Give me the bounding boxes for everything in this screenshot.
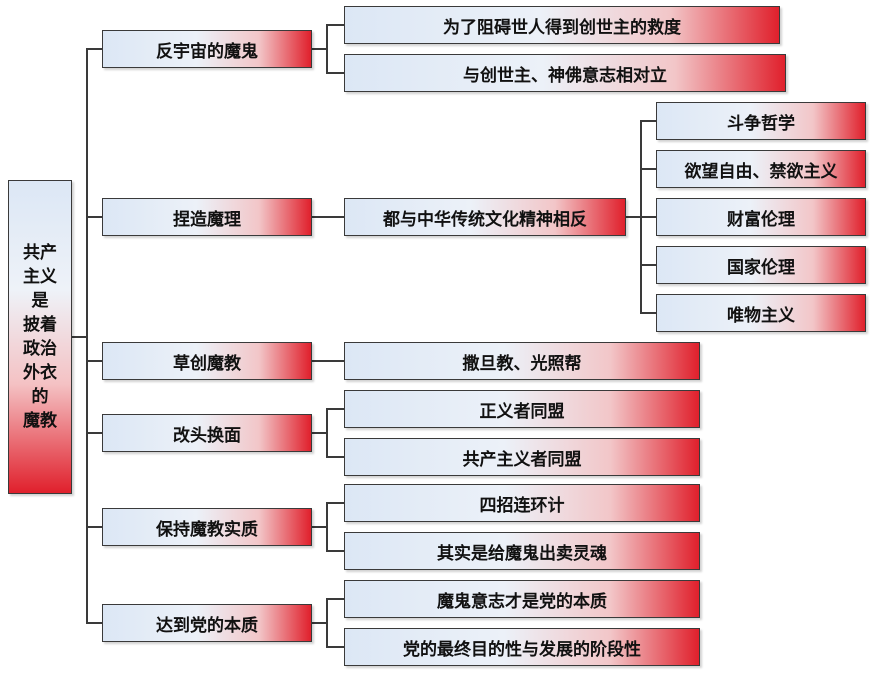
connector-line: [640, 216, 656, 218]
connector-line: [86, 622, 102, 624]
branch-node: 捏造魔理: [102, 198, 312, 236]
connector-line: [312, 526, 328, 528]
connector-line: [312, 432, 328, 434]
leaf-node: 唯物主义: [656, 294, 866, 332]
connector-line: [326, 408, 328, 458]
root-text-line: 披着: [23, 315, 57, 335]
root-text-line: 政治: [23, 339, 57, 359]
leaf-node: 党的最终目的性与发展的阶段性: [344, 628, 700, 666]
leaf-node: 魔鬼意志才是党的本质: [344, 580, 700, 618]
leaf-node: 斗争哲学: [656, 102, 866, 140]
connector-line: [326, 24, 328, 74]
leaf-node: 正义者同盟: [344, 390, 700, 428]
connector-line: [326, 72, 344, 74]
connector-line: [86, 432, 102, 434]
connector-line: [312, 216, 344, 218]
connector-line: [326, 550, 344, 552]
connector-line: [86, 48, 102, 50]
branch-node: 保持魔教实质: [102, 508, 312, 546]
connector-line: [640, 168, 656, 170]
connector-line: [312, 360, 344, 362]
branch-node: 达到党的本质: [102, 604, 312, 642]
branch-node: 反宇宙的魔鬼: [102, 30, 312, 68]
connector-line: [86, 360, 102, 362]
branch-node: 草创魔教: [102, 342, 312, 380]
connector-line: [72, 336, 88, 338]
connector-line: [640, 120, 656, 122]
root-node: 共产 主义 是 披着 政治 外衣 的 魔教: [8, 180, 72, 494]
connector-line: [312, 48, 328, 50]
leaf-node: 国家伦理: [656, 246, 866, 284]
connector-line: [86, 216, 102, 218]
leaf-node: 欲望自由、禁欲主义: [656, 150, 866, 188]
connector-line: [326, 598, 328, 648]
connector-line: [312, 622, 328, 624]
leaf-node: 撒旦教、光照帮: [344, 342, 700, 380]
connector-line: [326, 456, 344, 458]
leaf-node: 财富伦理: [656, 198, 866, 236]
leaf-node: 四招连环计: [344, 484, 700, 522]
connector-line: [626, 216, 642, 218]
leaf-node: 与创世主、神佛意志相对立: [344, 54, 786, 92]
leaf-node: 共产主义者同盟: [344, 438, 700, 476]
connector-line: [326, 408, 344, 410]
leaf-node: 其实是给魔鬼出卖灵魂: [344, 532, 700, 570]
root-text-line: 的: [31, 387, 49, 407]
connector-line: [326, 502, 328, 552]
root-text-line: 是: [31, 291, 49, 311]
connector-line: [86, 48, 88, 624]
leaf-node: 为了阻碍世人得到创世主的救度: [344, 6, 780, 44]
root-text-line: 外衣: [23, 363, 57, 383]
root-text-line: 共产: [23, 243, 57, 263]
connector-line: [326, 502, 344, 504]
connector-line: [326, 598, 344, 600]
connector-line: [640, 264, 656, 266]
root-text-line: 魔教: [23, 411, 57, 431]
connector-line: [86, 526, 102, 528]
connector-line: [326, 24, 344, 26]
connector-line: [640, 312, 656, 314]
connector-line: [326, 646, 344, 648]
branch-node: 改头换面: [102, 414, 312, 452]
sub-branch-node: 都与中华传统文化精神相反: [344, 198, 626, 236]
root-text-line: 主义: [23, 267, 57, 287]
